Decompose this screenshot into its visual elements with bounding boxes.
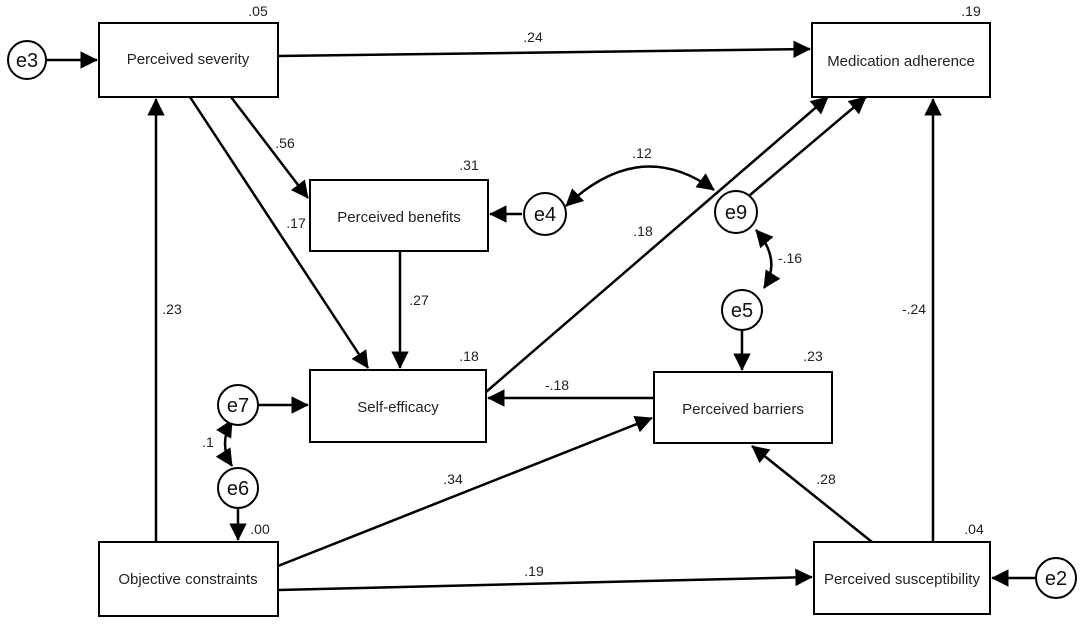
covariance-e7-e6 [215, 419, 234, 467]
r2-perceived-barriers: .23 [803, 348, 823, 364]
covariance-e9-e5 [755, 229, 781, 289]
error-e9: e9 [714, 190, 758, 234]
error-e5: e5 [721, 289, 763, 331]
node-label: Self-efficacy [357, 399, 439, 416]
error-e2: e2 [1035, 557, 1077, 599]
edge-severity-to-self-efficacy [188, 96, 370, 369]
r2-perceived-severity: .05 [248, 3, 268, 19]
coef-susceptibility-to-adherence: -.24 [902, 301, 926, 317]
svg-text:e2: e2 [1045, 568, 1067, 590]
r2-labels: .05 .19 .31 .18 .23 .00 .04 [248, 3, 984, 537]
coef-susceptibility-to-barriers: .28 [816, 471, 836, 487]
node-label: Perceived susceptibility [824, 571, 980, 588]
edge-susceptibility-to-barriers [751, 445, 873, 543]
error-e4: e4 [523, 192, 567, 236]
covariance-e4-e9 [565, 165, 715, 207]
edges [46, 40, 1036, 592]
coef-cov-e4-e9: .12 [632, 145, 652, 161]
svg-text:e4: e4 [534, 204, 556, 226]
r2-self-efficacy: .18 [459, 348, 479, 364]
coef-benefits-to-self-efficacy: .27 [409, 292, 429, 308]
edge-constraints-to-susceptibility [277, 568, 813, 592]
coef-constraints-to-severity: .23 [162, 301, 182, 317]
coef-severity-to-adherence: .24 [523, 29, 543, 45]
coef-constraints-to-susceptibility: .19 [524, 563, 544, 579]
coef-severity-to-benefits: .56 [275, 135, 295, 151]
r2-objective-constraints: .00 [250, 521, 270, 537]
node-label: Objective constraints [118, 571, 257, 588]
node-self-efficacy: Self-efficacy [309, 369, 487, 443]
svg-text:e3: e3 [16, 50, 38, 72]
node-perceived-benefits: Perceived benefits [309, 179, 489, 252]
coef-severity-to-self-efficacy: .17 [286, 215, 306, 231]
r2-medication-adherence: .19 [961, 3, 981, 19]
svg-text:e9: e9 [725, 202, 747, 224]
edge-e9-to-adherence [749, 96, 867, 196]
node-perceived-barriers: Perceived barriers [653, 371, 833, 444]
edge-self-efficacy-to-adherence [485, 96, 829, 393]
svg-text:e7: e7 [227, 395, 249, 417]
coef-barriers-to-self-efficacy: -.18 [545, 377, 569, 393]
node-perceived-susceptibility: Perceived susceptibility [813, 541, 991, 615]
error-e6: e6 [217, 467, 259, 509]
r2-perceived-susceptibility: .04 [964, 521, 984, 537]
node-label: Medication adherence [827, 53, 975, 70]
coef-cov-e9-e5: -.16 [778, 250, 802, 266]
node-label: Perceived severity [127, 51, 250, 68]
edge-severity-to-adherence [277, 40, 811, 58]
node-perceived-severity: Perceived severity [98, 22, 279, 98]
edge-severity-to-benefits [230, 96, 309, 199]
coef-cov-e7-e6: .1 [202, 434, 214, 450]
path-coefficients: .24 .56 .17 .27 .18 -.18 .23 .34 .19 .28… [162, 29, 926, 579]
node-objective-constraints: Objective constraints [98, 541, 279, 617]
coef-self-efficacy-to-adherence: .18 [633, 223, 653, 239]
coef-constraints-to-barriers: .34 [443, 471, 463, 487]
edge-constraints-to-barriers [277, 415, 653, 568]
error-e3: e3 [7, 40, 47, 80]
node-label: Perceived barriers [682, 401, 804, 418]
error-e7: e7 [217, 384, 259, 426]
r2-perceived-benefits: .31 [459, 157, 479, 173]
node-medication-adherence: Medication adherence [811, 22, 991, 98]
svg-text:e6: e6 [227, 478, 249, 500]
node-label: Perceived benefits [337, 209, 460, 226]
svg-text:e5: e5 [731, 300, 753, 322]
